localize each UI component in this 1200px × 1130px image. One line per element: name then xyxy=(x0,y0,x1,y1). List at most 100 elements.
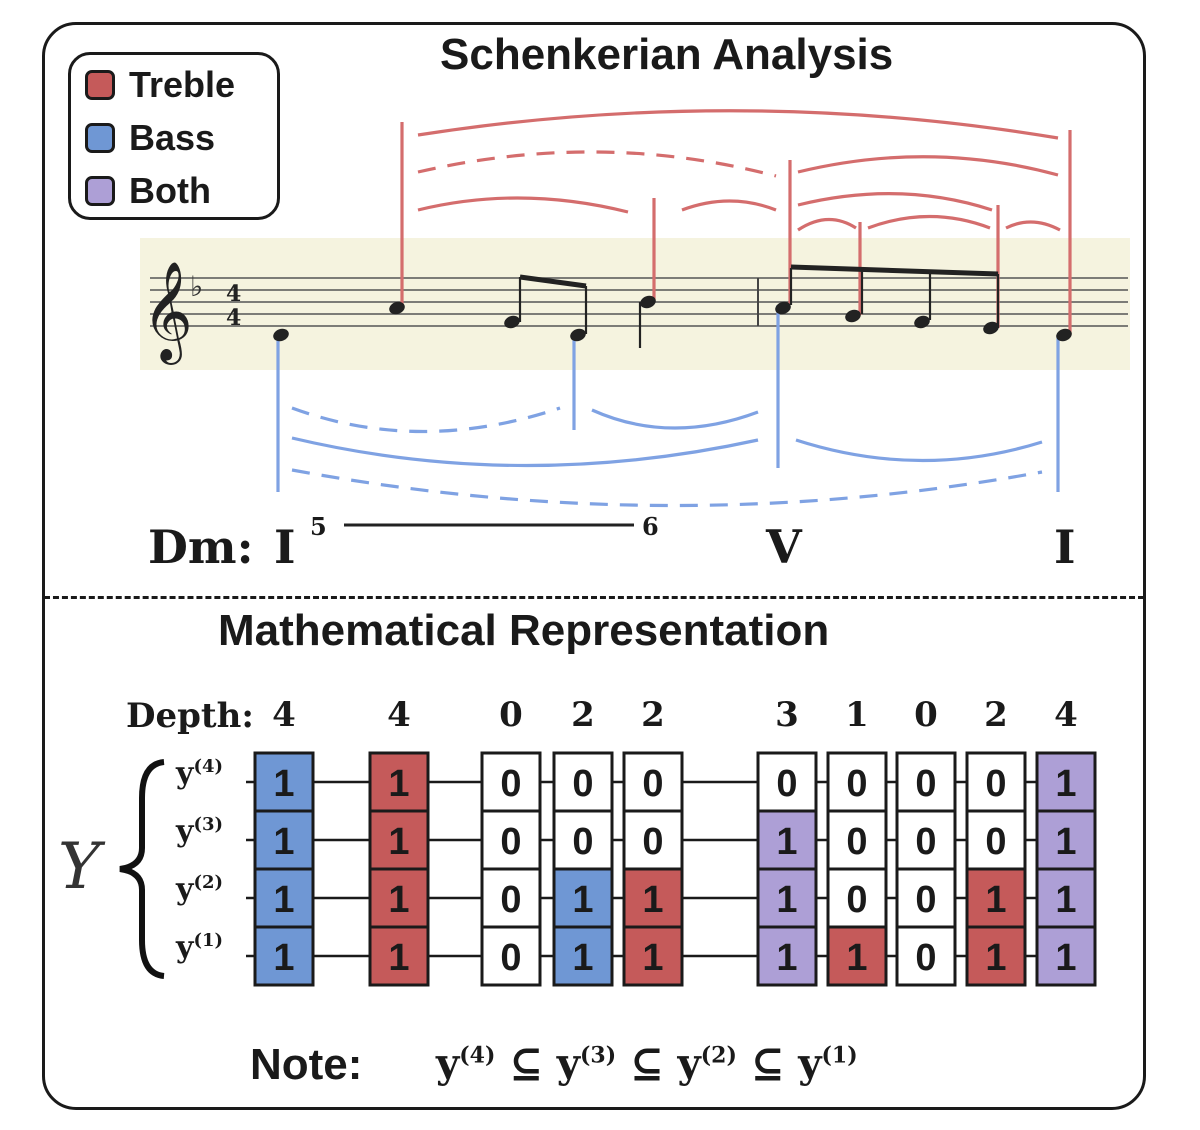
matrix-cell xyxy=(622,751,684,813)
matrix-cell xyxy=(480,925,542,987)
matrix-cell xyxy=(826,925,888,987)
treble-slur-a xyxy=(417,196,629,214)
staff-background xyxy=(140,238,1130,370)
matrix-cell-value: 0 xyxy=(572,821,593,863)
treble-slur-dashed xyxy=(417,150,777,178)
treble-slur-right xyxy=(797,155,1059,177)
matrix-cell-value: 1 xyxy=(388,879,409,921)
matrix-cell xyxy=(253,925,315,987)
matrix-cell xyxy=(965,809,1027,871)
depth-value: 0 xyxy=(914,695,938,735)
row-label-y2: y(2) xyxy=(176,872,223,907)
matrix-cell-value: 0 xyxy=(915,879,936,921)
matrix-cell-value: 1 xyxy=(642,879,663,921)
treble-slur-f xyxy=(1005,220,1061,232)
bass-slur-c xyxy=(795,438,1043,463)
matrix-cell xyxy=(1035,867,1097,929)
note-stems xyxy=(518,268,1000,348)
matrix-cell xyxy=(552,751,614,813)
depth-matrix: 4111141111000002001120011301111000100000… xyxy=(246,695,1097,987)
treble-clef-icon: 𝄞 xyxy=(142,261,193,365)
legend-item-treble: Treble xyxy=(85,64,236,105)
matrix-cell-value: 0 xyxy=(985,763,1006,805)
matrix-cell xyxy=(1035,809,1097,871)
matrix-cell-value: 0 xyxy=(642,763,663,805)
matrix-cell-value: 1 xyxy=(985,879,1006,921)
matrix-cell xyxy=(552,867,614,929)
matrix-cell-value: 0 xyxy=(776,763,797,805)
math-title: Mathematical Representation xyxy=(218,606,830,655)
treble-slurs xyxy=(417,109,1061,232)
legend-label-both: Both xyxy=(129,170,211,211)
beam-a xyxy=(519,274,587,289)
time-signature-top: 4 xyxy=(226,281,241,307)
brace-icon xyxy=(119,759,165,979)
figured-bass-6: 6 xyxy=(642,512,659,541)
matrix-cell-value: 0 xyxy=(915,937,936,979)
matrix-cell-value: 1 xyxy=(1055,937,1076,979)
roman-numeral-i-start: I xyxy=(274,520,296,574)
matrix-cell xyxy=(253,809,315,871)
matrix-cell xyxy=(368,925,430,987)
matrix-cell-value: 0 xyxy=(642,821,663,863)
roman-numeral-i-end: I xyxy=(1054,520,1076,574)
matrix-cell-value: 1 xyxy=(273,763,294,805)
matrix-cell xyxy=(253,751,315,813)
matrix-cell xyxy=(1035,925,1097,987)
matrix-cell-value: 0 xyxy=(985,821,1006,863)
matrix-cell-value: 0 xyxy=(572,763,593,805)
bass-slurs xyxy=(291,406,1043,508)
matrix-cell xyxy=(622,925,684,987)
treble-slur-top xyxy=(417,109,1059,140)
depth-value: 2 xyxy=(641,695,665,735)
row-label-y1: y(1) xyxy=(176,930,223,965)
treble-slur-c xyxy=(797,192,993,212)
matrix-cell xyxy=(368,867,430,929)
matrix-cell-value: 1 xyxy=(985,937,1006,979)
legend-label-treble: Treble xyxy=(129,64,236,105)
noteheads xyxy=(273,295,1072,342)
matrix-cell-value: 1 xyxy=(776,937,797,979)
time-signature-bottom: 4 xyxy=(226,305,241,331)
bass-slur-dashed-a xyxy=(291,406,561,434)
depth-value: 2 xyxy=(984,695,1008,735)
bass-slur-a xyxy=(591,408,759,430)
matrix-cell xyxy=(756,925,818,987)
depth-value: 3 xyxy=(775,695,799,735)
matrix-cell-value: 0 xyxy=(846,821,867,863)
depth-value: 4 xyxy=(387,695,411,735)
figured-bass-5: 5 xyxy=(310,512,327,541)
schenkerian-title: Schenkerian Analysis xyxy=(440,30,894,79)
matrix-cell xyxy=(552,925,614,987)
matrix-cell-value: 1 xyxy=(846,937,867,979)
matrix-cell-value: 0 xyxy=(500,821,521,863)
matrix-cell-value: 1 xyxy=(776,821,797,863)
legend-label-bass: Bass xyxy=(129,117,216,158)
bass-swatch xyxy=(85,123,115,153)
treble-slur-e xyxy=(867,214,991,230)
matrix-cell-value: 1 xyxy=(572,879,593,921)
legend: Treble Bass Both xyxy=(68,52,280,220)
matrix-cell xyxy=(826,751,888,813)
depth-value: 1 xyxy=(845,695,869,735)
matrix-cell-value: 1 xyxy=(642,937,663,979)
matrix-cell-value: 1 xyxy=(273,879,294,921)
note-expression: y(4) ⊆ y(3) ⊆ y(2) ⊆ y(1) xyxy=(436,1040,858,1087)
beam-b xyxy=(790,264,999,277)
treble-slur-d xyxy=(797,217,857,232)
matrix-cell-value: 0 xyxy=(915,821,936,863)
note-label: Note: xyxy=(250,1040,363,1089)
matrix-cell xyxy=(965,925,1027,987)
matrix-cell xyxy=(253,867,315,929)
matrix-cell-value: 1 xyxy=(776,879,797,921)
bass-stems xyxy=(276,305,1060,492)
matrix-cell-value: 1 xyxy=(1055,763,1076,805)
matrix-cell-value: 1 xyxy=(388,821,409,863)
matrix-cell-value: 0 xyxy=(915,763,936,805)
row-label-y3: y(3) xyxy=(176,814,223,849)
legend-item-bass: Bass xyxy=(85,117,216,158)
figure-frame xyxy=(42,22,1146,1110)
matrix-cell-value: 0 xyxy=(500,879,521,921)
matrix-cell xyxy=(826,809,888,871)
matrix-cell xyxy=(756,751,818,813)
